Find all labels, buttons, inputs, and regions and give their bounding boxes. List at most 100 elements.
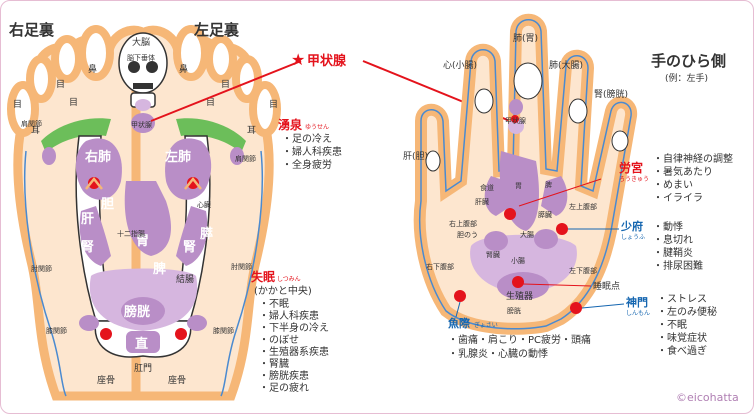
eye-label-2: 目 <box>221 79 230 90</box>
shofu-effect-2: ・息切れ <box>653 233 693 246</box>
left-lung-label: 左肺 <box>165 149 191 165</box>
shofu-effect-4: ・排尿困難 <box>653 259 703 272</box>
eye-label-6: 目 <box>269 99 278 110</box>
sciatic-left-label: 座骨 <box>168 374 186 386</box>
shitsumin-effect-3: ・下半身の冷え <box>259 321 329 334</box>
sciatic-right-label: 座骨 <box>97 374 115 386</box>
gyosai-effect-2: ・乳腺炎・心臓の動悸 <box>448 347 548 360</box>
yusen-info: 湧泉 ゆうせん ・足の冷え ・婦人科疾患 ・全身疲労 <box>278 117 342 171</box>
big-brain-label: 大脳 <box>132 36 150 48</box>
rokyu-effect-2: ・暑気あたり <box>653 165 713 178</box>
right-lung-label: 右肺 <box>84 149 111 165</box>
shitsumin-info: 失眠 しつみん (かかと中央) ・不眠 ・婦人科疾患 ・下半身の冷え ・のぼせ … <box>251 269 329 394</box>
hand-stomach-label: 胃 <box>515 182 522 190</box>
hand-group <box>413 13 638 335</box>
genital-label: 生殖器 <box>506 290 533 302</box>
hand-liver-label: 肝臓 <box>475 197 489 206</box>
rokyu-name: 労宮 <box>619 160 643 175</box>
thyroid-foot-label: 甲状腺 <box>131 120 152 129</box>
right-shoulder-zone <box>41 118 111 153</box>
left-lower-label: 左下腹部 <box>569 266 597 275</box>
ear-label-right: 耳 <box>31 125 40 136</box>
thyroid-callout-label: 甲状腺 <box>307 53 347 69</box>
right-sole-title: 右足裏 <box>9 21 55 39</box>
yusen-effect-3: ・全身疲労 <box>282 158 332 171</box>
gyosai-ruby: ぎょさい <box>474 321 498 329</box>
shoulder-label-left: 肩関節 <box>235 154 256 163</box>
shitsumin-effect-7: ・膀胱疾患 <box>259 369 309 382</box>
right-foot-inner-line <box>24 150 67 397</box>
left-foot-inner-line <box>220 150 263 397</box>
pituitary-label: 脳下垂体 <box>127 53 155 62</box>
toes <box>7 25 281 137</box>
duodenum-label: 十二指腸 <box>117 229 145 238</box>
yusen-dot-right <box>88 177 100 189</box>
eye-label-1: 目 <box>56 79 65 90</box>
shitsumin-effect-2: ・婦人科疾患 <box>259 309 319 322</box>
nose-label-right: 鼻 <box>88 63 97 75</box>
large-int-label: 大腸 <box>520 230 534 239</box>
credit-text: ©eicohatta <box>676 391 739 404</box>
shinmon-ruby: しんもん <box>626 310 650 317</box>
shitsumin-effect-1: ・不眠 <box>259 298 289 310</box>
shoulder-label-right: 肩関節 <box>21 119 42 128</box>
bladder-foot-label: 膀胱 <box>123 304 150 320</box>
hand-gall-label: 胆のう <box>457 231 478 239</box>
kidney-left-label: 腎 <box>183 240 196 255</box>
kidney-bladder-label: 腎(膀胱) <box>594 88 628 100</box>
pancreas-foot-label: 膵 <box>200 226 213 242</box>
hand-pancreas-label: 膵臓 <box>538 210 552 219</box>
shofu-dot <box>556 223 568 235</box>
shinmon-info: 神門 しんもん ・ストレス ・左のみ便秘 ・不眠 ・味覚症状 ・食べ過ぎ <box>581 294 717 357</box>
hand-bladder-label: 膀胱 <box>507 306 521 315</box>
shitsumin-sub: (かかと中央) <box>254 284 312 297</box>
lung-stomach-label: 肺(胃) <box>513 33 538 44</box>
liver-gall-label: 肝(胆) <box>403 151 428 162</box>
spleen-foot-label: 脾 <box>153 261 166 277</box>
shofu-ruby: しょうふ <box>621 234 645 241</box>
heart-small-label: 心(小腸) <box>443 60 477 71</box>
shinmon-effect-3: ・不眠 <box>657 319 687 331</box>
foot-points <box>88 177 199 340</box>
shitsumin-dot-left <box>175 328 187 340</box>
elbow-label-left: 肘関節 <box>231 262 252 271</box>
shofu-info: 少府 しょうふ ・動悸 ・息切れ ・腱鞘炎 ・排尿困難 <box>568 219 703 272</box>
shinmon-effect-1: ・ストレス <box>657 294 707 305</box>
shitsumin-ruby: しつみん <box>277 276 301 283</box>
ear-label-left: 耳 <box>247 125 256 136</box>
skull-features <box>128 61 158 89</box>
rokyu-effect-3: ・めまい <box>653 179 693 191</box>
yusen-dot-left <box>187 177 199 189</box>
colon-label: 結腸 <box>176 273 194 285</box>
shinmon-name: 神門 <box>626 295 648 309</box>
sleep-point-label: 睡眠点 <box>593 280 620 292</box>
rectum-label: 直 <box>135 336 148 352</box>
gyosai-effect-1: ・歯痛・肩こり・PC疲労・頭痛 <box>448 333 591 346</box>
rokyu-effect-4: ・イライラ <box>653 192 703 204</box>
hand-kidney-label: 腎臓 <box>486 250 500 259</box>
shitsumin-name: 失眠 <box>251 269 275 284</box>
gall-label: 胆 <box>101 197 114 212</box>
palm-subtitle: (例：左手) <box>665 72 708 84</box>
sleep-dot <box>512 276 524 288</box>
yusen-effect-2: ・婦人科疾患 <box>282 145 342 158</box>
heart-foot-label: 心臓 <box>197 200 211 209</box>
knee-label-right: 膝関節 <box>46 326 67 335</box>
right-lower-label: 右下腹部 <box>426 262 454 271</box>
left-sole-title: 左足裏 <box>193 21 240 39</box>
eye-label-4: 目 <box>206 97 215 108</box>
shitsumin-effect-4: ・のぼせ <box>259 334 299 346</box>
yusen-ruby: ゆうせん <box>305 124 329 131</box>
stomach-foot-label: 胃 <box>136 234 149 249</box>
eye-label-5: 目 <box>13 99 22 110</box>
shitsumin-effect-6: ・腎臓 <box>259 358 289 370</box>
small-int-label: 小腸 <box>511 256 525 265</box>
gyosai-dot <box>454 290 466 302</box>
knee-label-left: 膝関節 <box>213 326 234 335</box>
shinmon-effect-2: ・左のみ便秘 <box>657 305 717 318</box>
shinmon-effect-4: ・味覚症状 <box>657 331 707 344</box>
feet-group <box>7 25 281 401</box>
yusen-effect-1: ・足の冷え <box>282 132 332 145</box>
rokyu-dot <box>504 208 516 220</box>
